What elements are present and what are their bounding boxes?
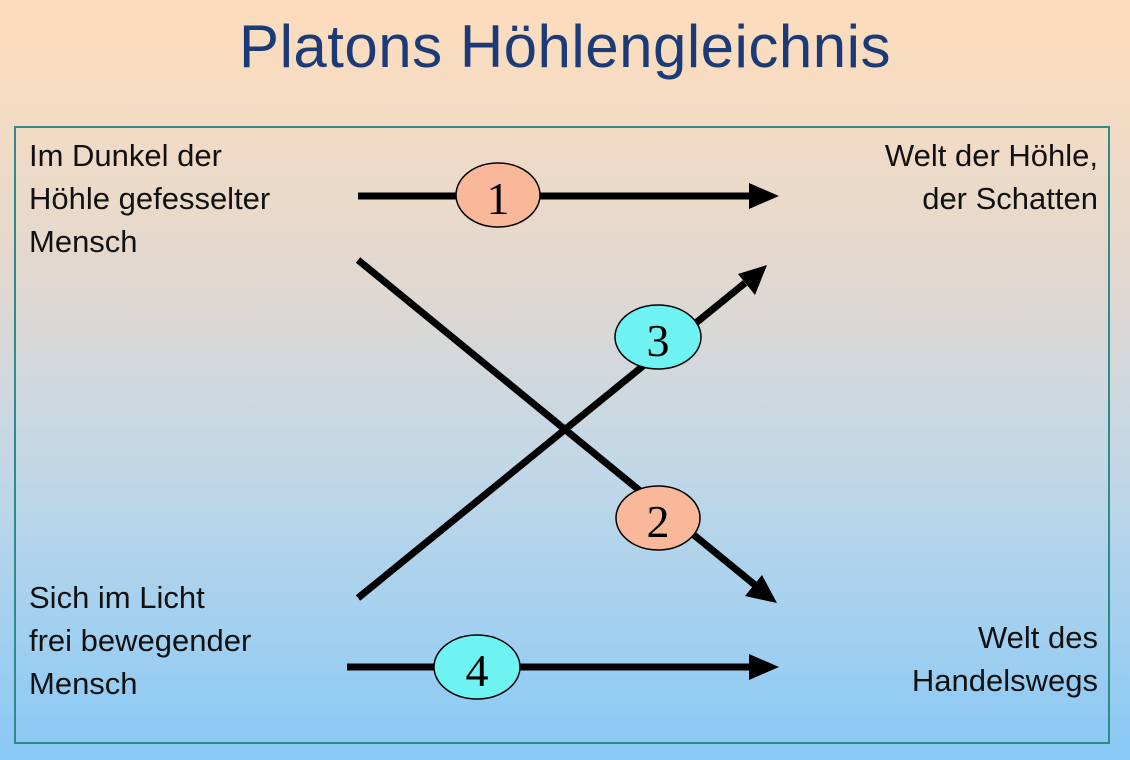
badge-1: 1 [455, 162, 541, 228]
label-top-left: Im Dunkel der Höhle gefesselter Mensch [29, 138, 271, 259]
badge-4: 4 [433, 634, 521, 700]
badge-4-ellipse [433, 634, 521, 700]
badge-4-number: 4 [466, 645, 489, 696]
badge-2-ellipse [615, 485, 701, 551]
diagram-frame [14, 126, 1110, 744]
page-title: Platons Höhlengleichnis [239, 13, 891, 80]
label-bottom-left: Sich im Licht frei bewegender Mensch [29, 580, 252, 701]
arrow-4 [347, 654, 779, 680]
badge-3-ellipse [614, 304, 702, 370]
badge-3: 3 [614, 304, 702, 370]
arrow-1 [358, 183, 779, 209]
badge-1-number: 1 [487, 173, 510, 224]
label-bottom-right: Welt des Handelswegs [911, 620, 1098, 698]
badge-2-number: 2 [647, 496, 670, 547]
badge-3-number: 3 [647, 315, 670, 366]
label-top-right: Welt der Höhle, der Schatten [884, 138, 1098, 216]
badge-2: 2 [615, 485, 701, 551]
badge-1-ellipse [455, 162, 541, 228]
